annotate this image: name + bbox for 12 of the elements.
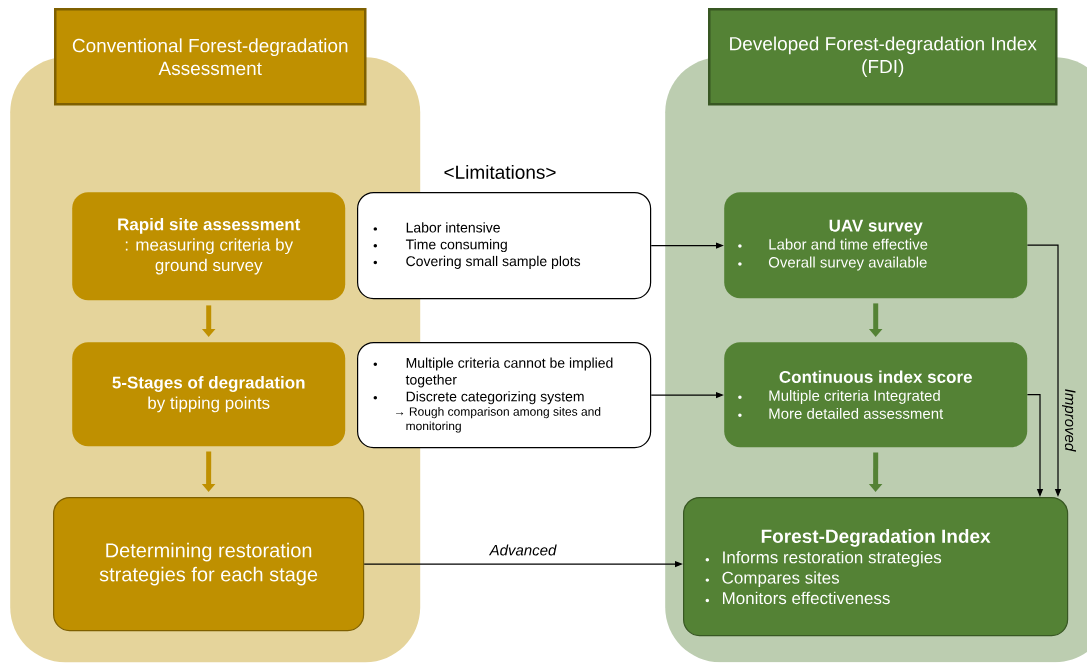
process-box: Rapid site assessment : measuring criteria by ground survey xyxy=(72,192,346,301)
result-box: Continuous index score Multiple criteria Integrated More detailed assessment xyxy=(724,342,1028,448)
edge-label: Improved xyxy=(1061,387,1077,453)
limitation-box: Multiple criteria cannot be implied together Discrete categorizing system → Rough comparison among sites and monitoring xyxy=(357,342,652,449)
edge-label: Advanced xyxy=(488,543,558,557)
header-box: Developed Forest-degradation Index (FDI) xyxy=(708,8,1058,106)
result-box: UAV survey Labor and time effective Overall survey available xyxy=(724,192,1028,299)
result-box: Forest-Degradation Index Informs restoration strategies Compares sites Monitors effectiveness xyxy=(683,497,1069,637)
process-box: 5-Stages of degradation by tipping points xyxy=(72,342,346,447)
limitation-box: Labor intensive Time consuming Covering small sample plots xyxy=(357,192,652,300)
header-box: Conventional Forest-degradation Assessment xyxy=(54,8,367,106)
process-box: Determining restoration strategies for each stage xyxy=(53,497,365,632)
